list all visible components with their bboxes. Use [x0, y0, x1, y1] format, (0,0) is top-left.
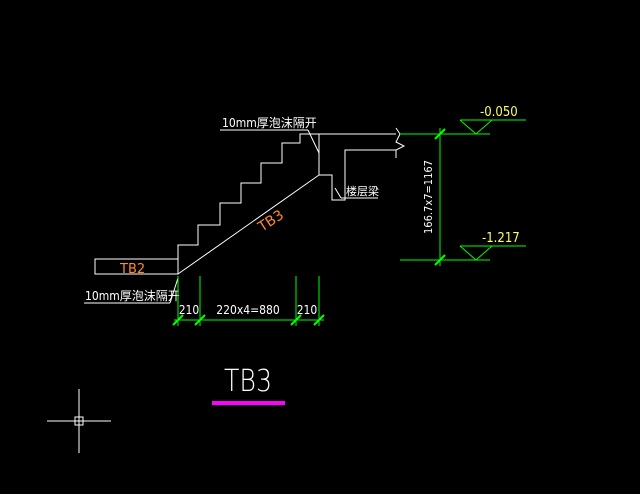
landing-member-label: TB2 [119, 262, 145, 277]
top-foam-note: 10mm厚泡沫隔开 [220, 116, 320, 154]
vertical-dimension-text: 166.7x7=1167 [422, 160, 435, 234]
crosshair-pickbox [74, 416, 84, 426]
floor-beam-outline [319, 149, 396, 201]
drawing-title: TB3 [224, 364, 272, 399]
bottom-foam-note: 10mm厚泡沫隔开 [84, 277, 180, 304]
hdim-tick-4 [313, 314, 325, 326]
stair-soffit-line [177, 174, 320, 275]
elevation-mark-bottom: -1.217 [459, 231, 526, 261]
elevation-mark-top: -0.050 [459, 105, 526, 135]
hdim-tick-3 [290, 314, 302, 326]
crosshair-cursor-icon[interactable] [47, 389, 111, 453]
bottom-note-text: 10mm厚泡沫隔开 [85, 289, 180, 303]
break-line-symbol [395, 127, 406, 158]
stair-section [94, 127, 406, 275]
bottom-note-leader [169, 277, 179, 304]
vdim-tick-top [434, 128, 446, 140]
elev-top-triangle [459, 119, 493, 135]
vertical-dimension [400, 128, 490, 266]
elev-bottom-triangle [459, 245, 493, 261]
dim-right-text: 210 [297, 303, 318, 317]
vdim-tick-bottom [434, 254, 446, 266]
dim-left-text: 210 [179, 303, 200, 317]
hdim-tick-1 [172, 314, 184, 326]
top-note-text: 10mm厚泡沫隔开 [222, 116, 317, 130]
hdim-tick-2 [194, 314, 206, 326]
beam-note: 楼层梁 [334, 184, 379, 199]
upper-slab-outline [318, 133, 396, 175]
dim-mid-text: 220x4=880 [216, 303, 280, 317]
beam-note-text: 楼层梁 [346, 184, 379, 198]
stair-steps-outline [177, 133, 320, 274]
elevation-top-text: -0.050 [480, 105, 518, 120]
landing-slab-tb2 [94, 258, 179, 275]
elevation-bottom-text: -1.217 [482, 231, 520, 246]
horizontal-dimension [172, 276, 325, 326]
beam-note-leader [334, 187, 342, 199]
title-underline [212, 401, 285, 405]
top-note-leader [307, 129, 320, 154]
stair-member-label: TB3 [255, 207, 287, 236]
